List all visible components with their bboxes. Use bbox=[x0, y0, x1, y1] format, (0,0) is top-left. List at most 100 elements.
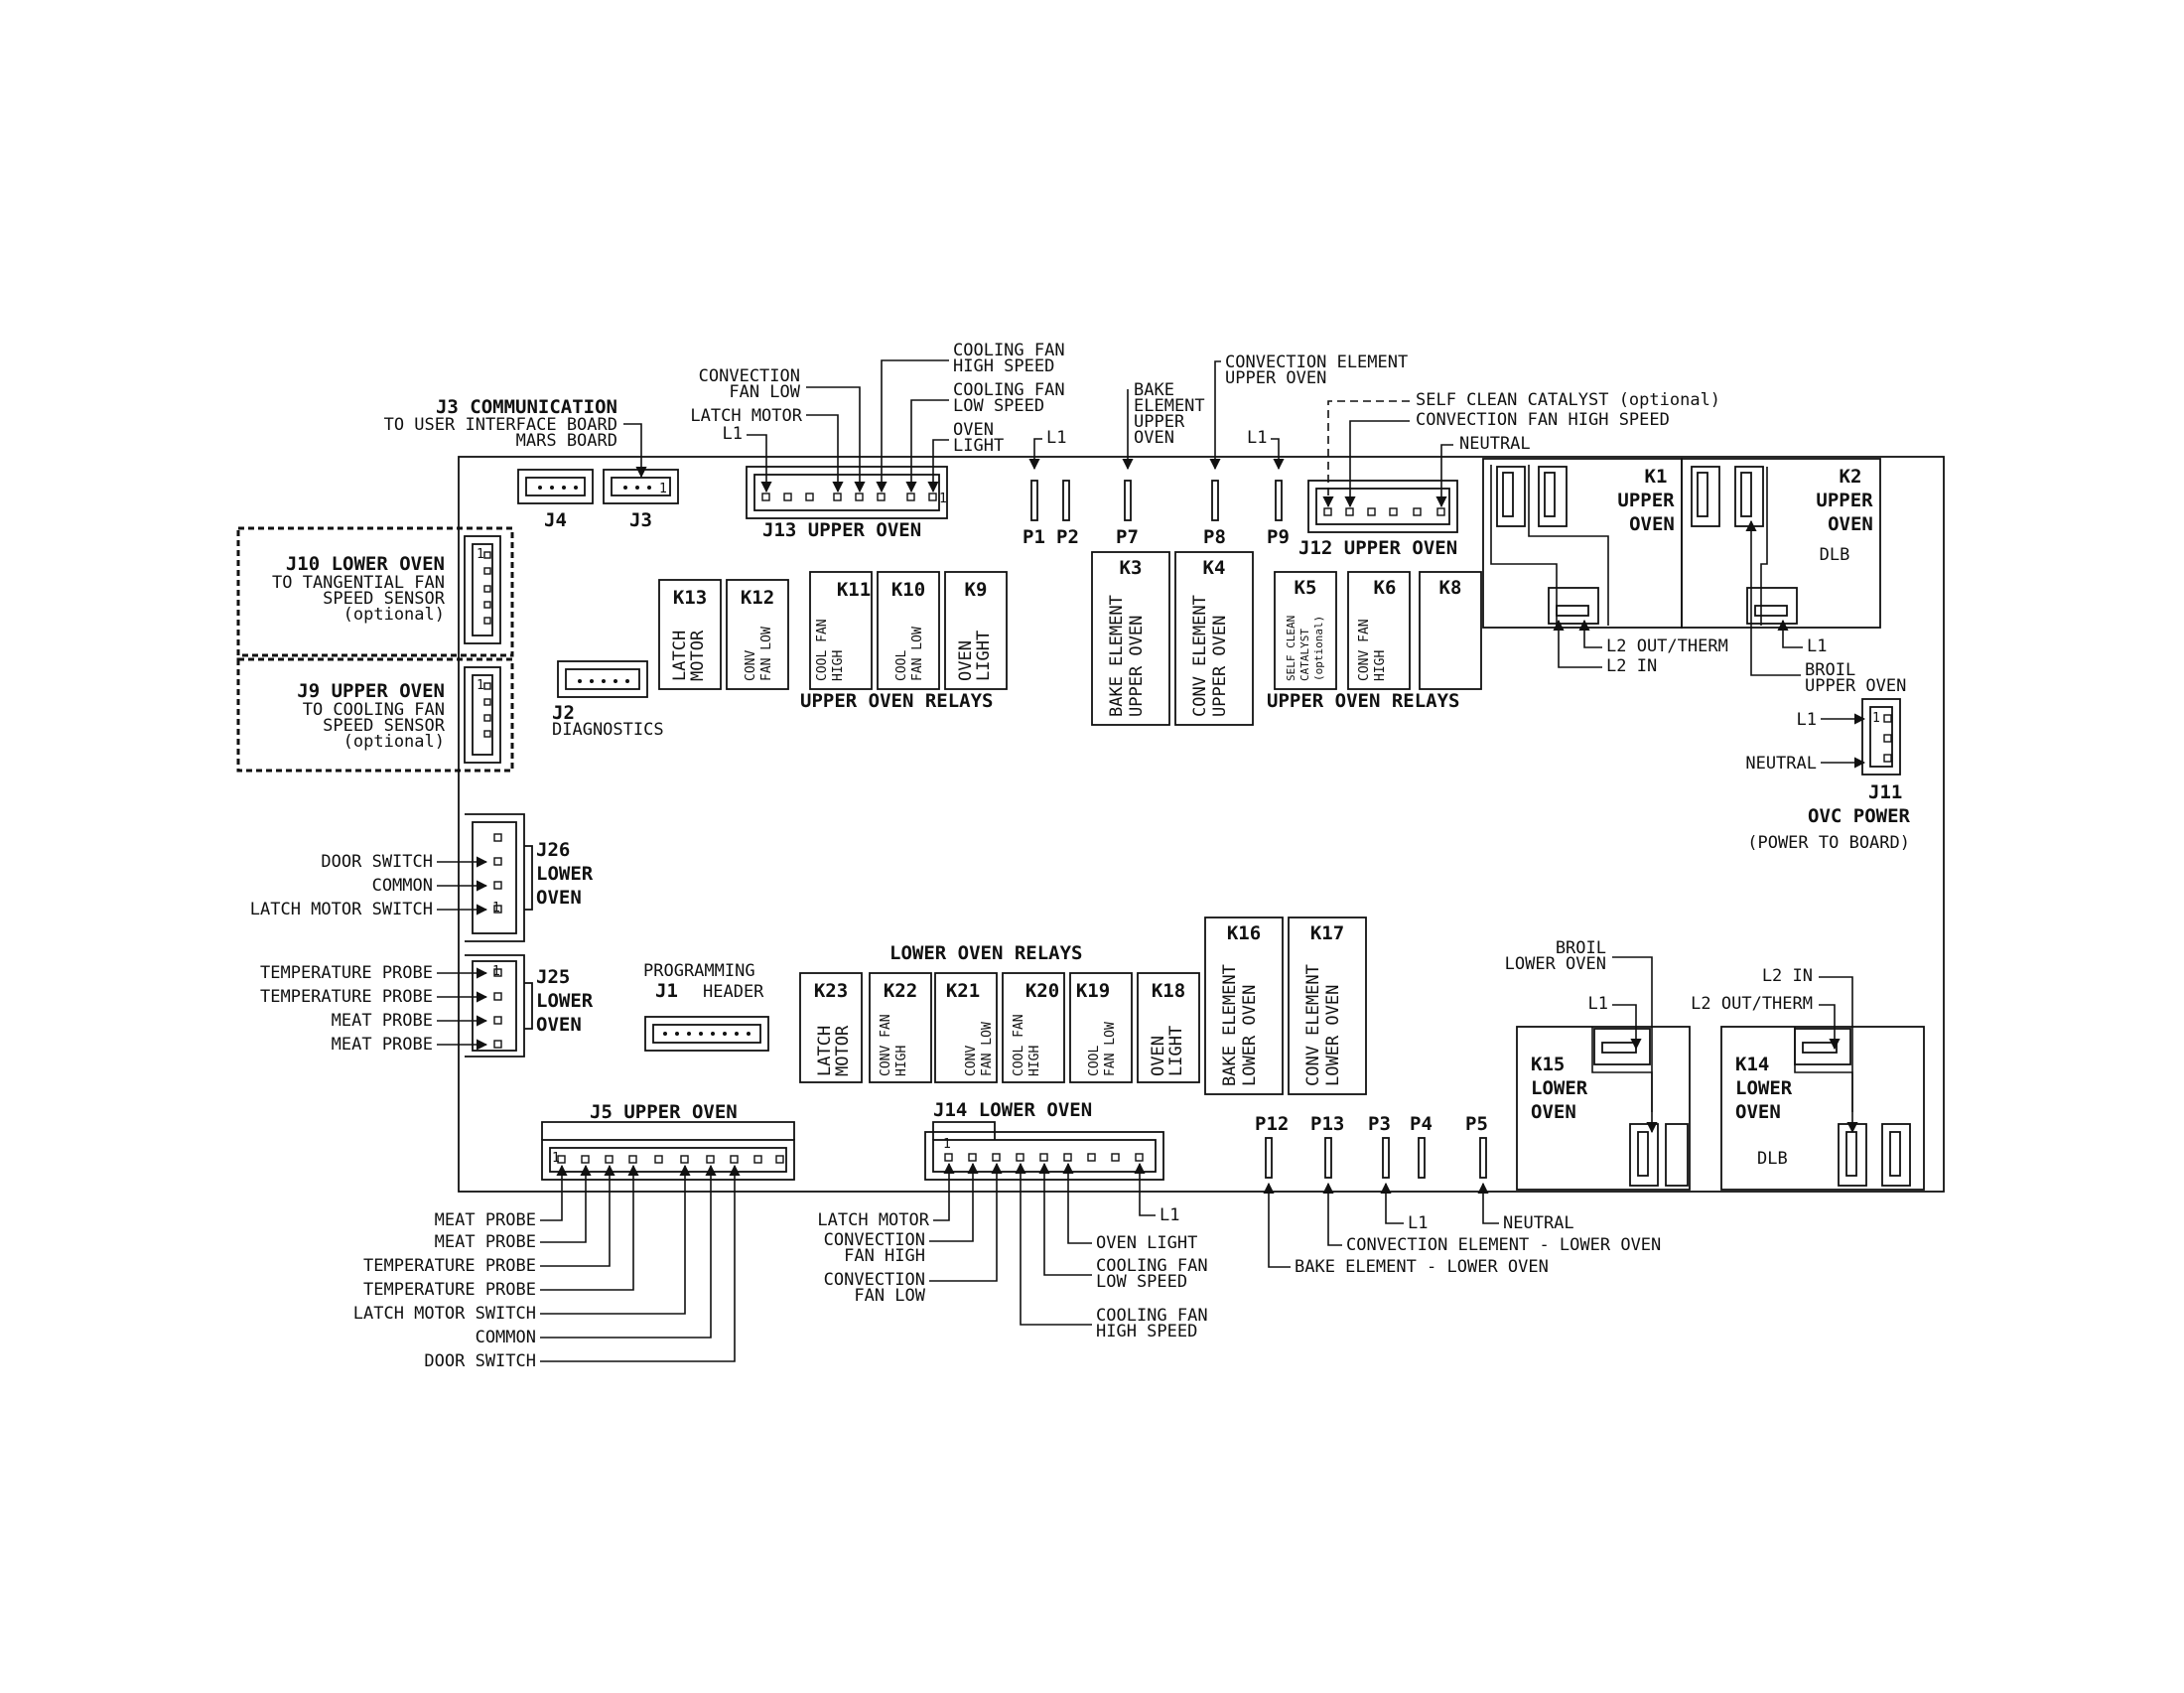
relay-k6[interactable] bbox=[1347, 571, 1411, 690]
j3-line2: MARS BOARD bbox=[516, 431, 617, 451]
j9-connector-group: J9 UPPER OVEN TO COOLING FAN SPEED SENSO… bbox=[236, 657, 514, 773]
j9-connector[interactable] bbox=[464, 666, 501, 764]
k15-broil-2: LOWER OVEN bbox=[1505, 954, 1606, 974]
k14-relay[interactable] bbox=[1720, 1026, 1925, 1191]
j13-l1: L1 bbox=[723, 424, 743, 444]
p2-label: P2 bbox=[1056, 526, 1079, 548]
k14-line1: LOWER bbox=[1735, 1077, 1793, 1099]
j11-neutral: NEUTRAL bbox=[1745, 754, 1817, 774]
relay-k10[interactable] bbox=[877, 571, 940, 690]
relay-k4[interactable] bbox=[1174, 551, 1254, 726]
j13-connector[interactable] bbox=[746, 466, 948, 519]
j25-connector[interactable] bbox=[472, 960, 517, 1052]
j25-pin1: 1 bbox=[492, 964, 500, 979]
p5-plug[interactable] bbox=[1479, 1137, 1487, 1179]
relay-k12[interactable] bbox=[726, 579, 789, 690]
k5-id: K5 bbox=[1295, 577, 1317, 599]
relay-k5[interactable] bbox=[1274, 571, 1337, 690]
relay-k3[interactable] bbox=[1091, 551, 1170, 726]
relay-k8[interactable] bbox=[1419, 571, 1482, 690]
p2-plug[interactable] bbox=[1062, 480, 1070, 521]
relay-k18[interactable] bbox=[1137, 972, 1200, 1083]
p1-plug[interactable] bbox=[1030, 480, 1038, 521]
k16-text-2: LOWER OVEN bbox=[1240, 985, 1260, 1086]
relay-k21[interactable] bbox=[934, 972, 998, 1083]
conv-element-upper-1: CONVECTION ELEMENT bbox=[1225, 353, 1408, 372]
p13-plug[interactable] bbox=[1324, 1137, 1332, 1179]
p12-plug[interactable] bbox=[1265, 1137, 1273, 1179]
relay-k13[interactable] bbox=[658, 579, 722, 690]
j10-line1: TO TANGENTIAL FAN bbox=[272, 573, 445, 593]
j9-line2: SPEED SENSOR bbox=[323, 716, 446, 736]
j9-line3: (optional) bbox=[343, 732, 445, 752]
k13-text-2: MOTOR bbox=[688, 630, 708, 681]
k21-text-2: FAN LOW bbox=[980, 1022, 995, 1076]
relay-k19[interactable] bbox=[1069, 972, 1133, 1083]
p1-l1: L1 bbox=[1046, 428, 1066, 448]
k14-dlb: DLB bbox=[1757, 1149, 1788, 1169]
bottom-plugs-group: P12 P13 P3 P4 P5 BAKE ELEMENT - LOWER OV… bbox=[1255, 1113, 1661, 1277]
k5-text-2: CATALYST bbox=[1298, 629, 1311, 681]
p7-label: P7 bbox=[1116, 526, 1139, 548]
j13-latch-motor: LATCH MOTOR bbox=[690, 406, 802, 426]
j2-connector[interactable] bbox=[557, 660, 648, 698]
j1-connector[interactable] bbox=[644, 1016, 769, 1052]
relay-k11[interactable] bbox=[809, 571, 873, 690]
j26-connector[interactable] bbox=[472, 821, 517, 934]
p3-plug[interactable] bbox=[1382, 1137, 1390, 1179]
j10-connector-group: J10 LOWER OVEN TO TANGENTIAL FAN SPEED S… bbox=[236, 526, 514, 657]
relay-k22[interactable] bbox=[869, 972, 932, 1083]
j14-l1: L1 bbox=[1160, 1205, 1179, 1225]
p7-plug[interactable] bbox=[1124, 480, 1132, 521]
p4-plug[interactable] bbox=[1418, 1137, 1426, 1179]
k15-label: K15 bbox=[1531, 1054, 1565, 1075]
j3-label: J3 bbox=[629, 509, 652, 531]
j14-oven-light: OVEN LIGHT bbox=[1096, 1233, 1197, 1253]
k15-l1: L1 bbox=[1588, 994, 1608, 1014]
j14-cool-high-2: HIGH SPEED bbox=[1096, 1322, 1197, 1341]
j2-connector-group: J2 DIAGNOSTICS bbox=[552, 660, 664, 740]
k4-text-1: CONV ELEMENT bbox=[1190, 595, 1210, 717]
j25-pin-meat-2: MEAT PROBE bbox=[332, 1035, 433, 1055]
j5-connector[interactable] bbox=[541, 1139, 795, 1181]
k6-text-2: HIGH bbox=[1373, 650, 1388, 681]
j2-subtitle: DIAGNOSTICS bbox=[552, 720, 664, 740]
j4-connector[interactable] bbox=[517, 469, 594, 504]
bake-upper-4: OVEN bbox=[1134, 428, 1174, 448]
k1-line1: UPPER bbox=[1617, 490, 1675, 511]
k15-relay[interactable] bbox=[1516, 1026, 1691, 1191]
relay-k9[interactable] bbox=[944, 571, 1008, 690]
relay-k20[interactable] bbox=[1002, 972, 1065, 1083]
j12-connector[interactable] bbox=[1307, 480, 1458, 533]
k14-l2-in: L2 IN bbox=[1762, 966, 1813, 986]
j13-oven-light-2: LIGHT bbox=[953, 436, 1004, 456]
j5-pin-temp-1: TEMPERATURE PROBE bbox=[363, 1256, 536, 1276]
k15-line1: LOWER bbox=[1531, 1077, 1588, 1099]
relay-k23[interactable] bbox=[799, 972, 863, 1083]
k12-id: K12 bbox=[741, 587, 774, 609]
p5-label: P5 bbox=[1465, 1113, 1488, 1135]
k4-id: K4 bbox=[1203, 557, 1226, 579]
j1-title-1: PROGRAMMING bbox=[643, 961, 755, 981]
j3-line1: TO USER INTERFACE BOARD bbox=[384, 415, 617, 435]
j5-pin-meat-1: MEAT PROBE bbox=[435, 1210, 536, 1230]
j10-connector[interactable] bbox=[464, 535, 501, 644]
j9-title: J9 UPPER OVEN bbox=[297, 680, 445, 702]
p9-plug[interactable] bbox=[1275, 480, 1283, 521]
relay-k16[interactable] bbox=[1204, 917, 1284, 1095]
j5-connector-group: J5 UPPER OVEN 1 MEAT PROBE MEAT PROBE TE… bbox=[353, 1101, 795, 1371]
k10-text-2: FAN LOW bbox=[910, 627, 925, 681]
j3-connector[interactable] bbox=[603, 469, 679, 504]
relay-k17[interactable] bbox=[1288, 917, 1367, 1095]
j14-cool-low-1: COOLING FAN bbox=[1096, 1256, 1208, 1276]
lower-relays-group: LOWER OVEN RELAYS K23 K22 K21 K20 K19 K1… bbox=[799, 942, 1200, 1083]
j12-title: J12 UPPER OVEN bbox=[1298, 537, 1457, 559]
j26-label-1: J26 bbox=[536, 839, 570, 861]
upper-relays-a-group: K13 K12 K11 K10 K9 LATCH MOTOR CONV FAN … bbox=[658, 571, 1008, 712]
j5-pin-door-switch: DOOR SWITCH bbox=[424, 1351, 536, 1371]
k2-broil-1: BROIL bbox=[1805, 660, 1855, 680]
k3-text-1: BAKE ELEMENT bbox=[1107, 595, 1127, 717]
p8-plug[interactable] bbox=[1211, 480, 1219, 521]
j26-pin-latch-switch: LATCH MOTOR SWITCH bbox=[250, 900, 433, 919]
j11-connector[interactable] bbox=[1861, 698, 1901, 776]
